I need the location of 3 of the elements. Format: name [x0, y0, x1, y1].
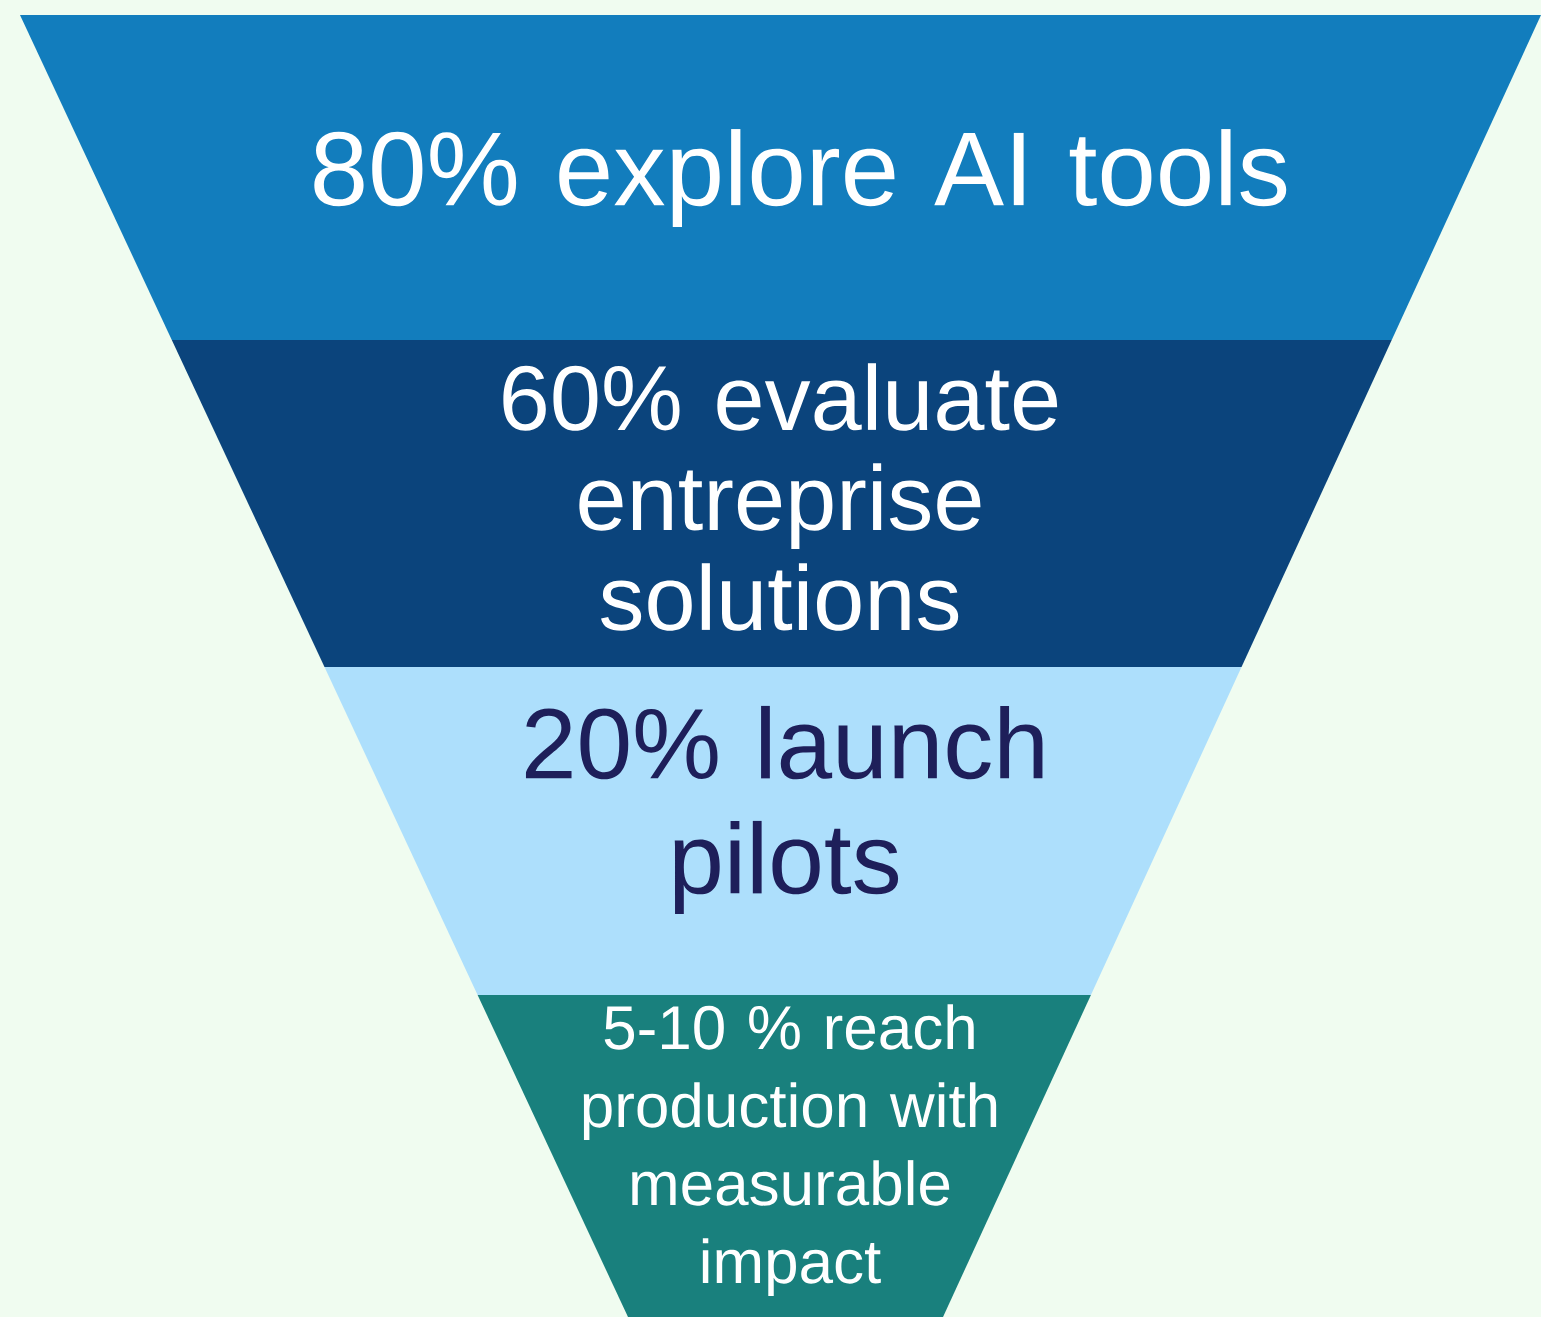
funnel-band: 5-10 % reach production with measurable impact — [477, 995, 1091, 1317]
funnel-band: 60% evaluate entreprise solutions — [171, 340, 1392, 667]
funnel-band: 20% launch pilots — [324, 667, 1242, 995]
